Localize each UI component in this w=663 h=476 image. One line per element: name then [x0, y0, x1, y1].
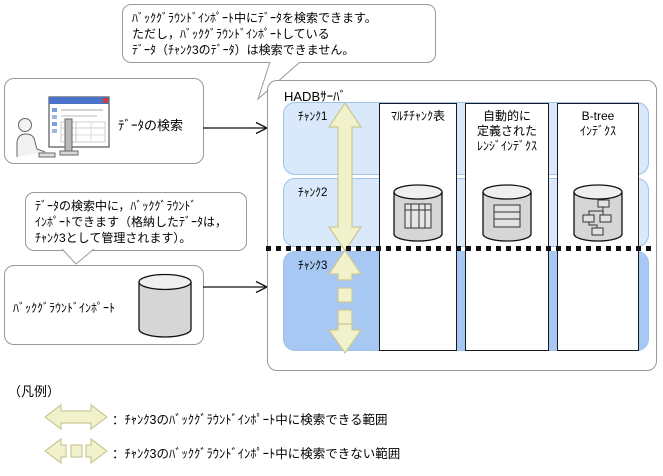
range-index-label-line1: 自動的に — [482, 109, 531, 123]
data-search-box: ﾃﾞｰﾀの検索 — [4, 78, 204, 164]
btree-cylinder-icon — [573, 184, 623, 242]
database-cylinder-icon — [138, 273, 192, 338]
callout-search-note-line1: ﾊﾞｯｸｸﾞﾗｳﾝﾄﾞｲﾝﾎﾟｰﾄ中にﾃﾞｰﾀを検索できます。 — [132, 11, 377, 25]
callout-search-note-line2: ただし，ﾊﾞｯｸｸﾞﾗｳﾝﾄﾞｲﾝﾎﾟｰﾄしている — [132, 27, 330, 41]
callout-search-note-line3: ﾃﾞｰﾀ（ﾁｬﾝｸ3のﾃﾞｰﾀ）は検索できません。 — [132, 43, 355, 57]
btree-index-label-line1: B-tree — [581, 109, 615, 123]
callout-search-note: ﾊﾞｯｸｸﾞﾗｳﾝﾄﾞｲﾝﾎﾟｰﾄ中にﾃﾞｰﾀを検索できます。 ただし，ﾊﾞｯｸ… — [122, 4, 436, 63]
import-to-hadb-arrow — [203, 280, 269, 294]
callout-import-note-line3: ﾁｬﾝｸ3として管理されます）。 — [35, 231, 192, 245]
legend-item-unsearchable: ：ﾁｬﾝｸ3のﾊﾞｯｸｸﾞﾗｳﾝﾄﾞｲﾝﾎﾟｰﾄ中に検索できない範囲 — [112, 447, 401, 461]
callout-import-note-line2: ｲﾝﾎﾟｰﾄできます（格納したﾃﾞｰﾀは， — [35, 215, 228, 229]
range-index-box: 自動的に 定義された ﾚﾝｼﾞｲﾝﾃﾞｸｽ — [465, 103, 549, 351]
chunk-boundary-dotted-line — [266, 246, 652, 251]
hadb-server-box: HADBｻｰﾊﾞ ﾁｬﾝｸ1 ﾁｬﾝｸ2 ﾁｬﾝｸ3 ﾏﾙﾁﾁｬﾝｸ表 — [267, 80, 657, 371]
chunk3-label: ﾁｬﾝｸ3 — [298, 260, 328, 272]
range-index-cylinder-icon — [482, 184, 532, 242]
callout-import-note-tail — [61, 248, 95, 265]
legend-dashed-arrow-icon — [44, 437, 108, 465]
table-cylinder-icon — [393, 184, 443, 242]
multichunk-table-box: ﾏﾙﾁﾁｬﾝｸ表 — [379, 103, 457, 351]
unsearchable-range-arrow — [327, 249, 363, 355]
searchable-range-arrow — [327, 102, 363, 252]
multichunk-table-label: ﾏﾙﾁﾁｬﾝｸ表 — [390, 109, 445, 123]
legend-item-searchable: ：ﾁｬﾝｸ3のﾊﾞｯｸｸﾞﾗｳﾝﾄﾞｲﾝﾎﾟｰﾄ中に検索できる範囲 — [112, 413, 388, 427]
callout-import-note: ﾃﾞｰﾀの検索中に，ﾊﾞｯｸｸﾞﾗｳﾝﾄﾞ ｲﾝﾎﾟｰﾄできます（格納したﾃﾞｰ… — [25, 192, 247, 251]
range-index-label-line2: 定義された — [476, 124, 537, 138]
search-to-hadb-arrow — [203, 121, 269, 135]
chunk2-label: ﾁｬﾝｸ2 — [298, 187, 328, 199]
btree-index-label-line2: ｲﾝﾃﾞｸｽ — [579, 124, 616, 138]
range-index-label-line3: ﾚﾝｼﾞｲﾝﾃﾞｸｽ — [476, 139, 537, 153]
background-import-box: ﾊﾞｯｸｸﾞﾗｳﾝﾄﾞｲﾝﾎﾟｰﾄ — [4, 265, 204, 345]
chunk1-label: ﾁｬﾝｸ1 — [298, 111, 328, 123]
legend-solid-arrow-icon — [44, 403, 108, 431]
hadb-server-title: HADBｻｰﾊﾞ — [284, 89, 347, 104]
callout-import-note-line1: ﾃﾞｰﾀの検索中に，ﾊﾞｯｸｸﾞﾗｳﾝﾄﾞ — [35, 199, 197, 213]
data-search-label: ﾃﾞｰﾀの検索 — [118, 118, 184, 133]
btree-index-box: B-tree ｲﾝﾃﾞｸｽ — [557, 103, 639, 351]
legend-title: （凡例） — [8, 384, 61, 399]
user-terminal-icon — [16, 96, 110, 158]
background-import-label: ﾊﾞｯｸｸﾞﾗｳﾝﾄﾞｲﾝﾎﾟｰﾄ — [13, 301, 116, 315]
